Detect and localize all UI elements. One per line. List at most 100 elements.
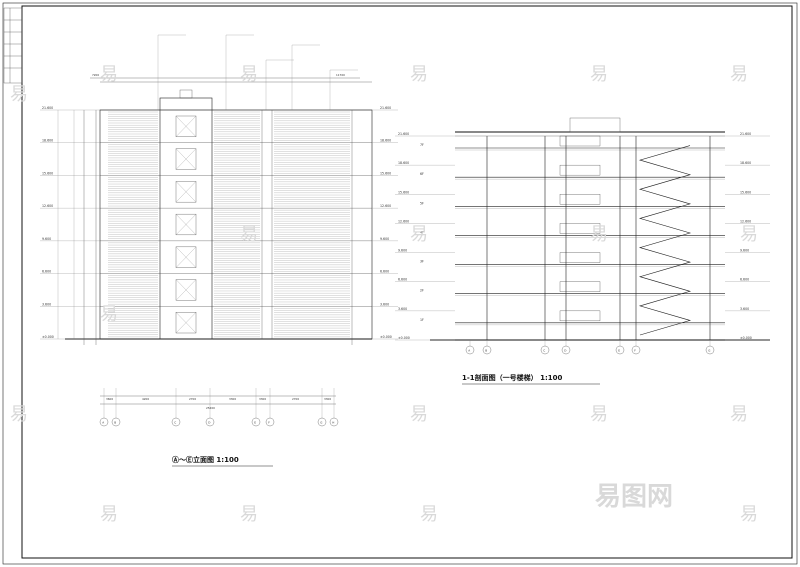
section-floor-label: 7F <box>420 143 424 147</box>
level-value: ±0.000 <box>380 335 392 339</box>
watermark-glyph: 易 <box>240 64 258 85</box>
stair-window <box>175 279 197 301</box>
section-level-value: 12.600 <box>398 219 409 223</box>
section-level-value: 9.600 <box>740 249 749 253</box>
axis-label: A <box>468 349 470 353</box>
section-floor-label: 2F <box>420 289 424 293</box>
dim-value: 2700 <box>292 397 299 401</box>
section-floor-label: 4F <box>420 230 424 234</box>
dim-value: 3300 <box>229 397 236 401</box>
stair-window <box>175 312 197 334</box>
level-value: ±0.000 <box>42 335 54 339</box>
section-floor-label: 6F <box>420 172 424 176</box>
section-railing <box>559 135 601 147</box>
level-value: 12.600 <box>42 204 53 208</box>
dim-value: 3300 <box>259 397 266 401</box>
section-railing <box>559 194 601 205</box>
section-railing <box>559 164 601 176</box>
section-floor-label: 1F <box>420 318 424 322</box>
axis-label: F <box>634 349 636 353</box>
section-railing <box>559 223 601 234</box>
axis-bubble <box>561 345 571 355</box>
level-value: 18.600 <box>380 139 391 143</box>
watermark-glyph: 易 <box>410 224 428 245</box>
axis-label: D <box>208 421 210 425</box>
section-level-value: 18.600 <box>740 161 751 165</box>
section-level-value: 6.600 <box>740 278 749 282</box>
watermark-glyph: 易 <box>410 64 428 85</box>
section-floor-label: 3F <box>420 260 424 264</box>
watermark-glyph: 易 <box>410 404 428 425</box>
section-title: 1-1剖面图（一号楼梯） 1:100 <box>462 373 562 382</box>
elevation-drawing <box>65 34 373 345</box>
axis-bubble <box>265 417 275 427</box>
watermark-glyph: 易 <box>240 504 258 525</box>
axis-bubble <box>329 417 339 427</box>
section-railing <box>559 281 601 292</box>
level-value: 15.600 <box>42 171 53 175</box>
section-level-value: 9.600 <box>398 249 407 253</box>
watermark-glyph: 易 <box>590 404 608 425</box>
watermark-glyph: 易 <box>100 304 118 325</box>
axis-label: C <box>543 349 545 353</box>
axis-bubble <box>171 417 181 427</box>
watermark-glyph: 易 <box>590 64 608 85</box>
dim-total: 25200 <box>206 406 215 410</box>
stair-window-diag <box>175 279 197 301</box>
axis-label: E <box>618 349 620 353</box>
axis-bubble <box>465 345 475 355</box>
section-railing <box>559 252 601 263</box>
watermark-glyph: 易 <box>10 84 28 105</box>
elevation-title: Ⓐ～Ⓔ立面图 1:100 <box>172 455 239 464</box>
axis-bubble <box>251 417 261 427</box>
axis-bubble <box>205 417 215 427</box>
axis-bubble <box>615 345 625 355</box>
section-railing <box>559 310 601 322</box>
stair-window-diag <box>175 246 197 268</box>
watermark-glyph: 易 <box>100 64 118 85</box>
axis-label: H <box>332 421 334 425</box>
stair-window-diag <box>175 148 197 170</box>
watermark-glyph: 易 <box>730 404 748 425</box>
section-level-value: 21.600 <box>740 132 751 136</box>
section-level-value: 18.600 <box>398 161 409 165</box>
stair-window-diag <box>175 312 197 334</box>
level-value: 21.600 <box>380 106 391 110</box>
axis-bubble <box>111 417 121 427</box>
level-value: 3.600 <box>380 302 389 306</box>
dim-top: 11700 <box>336 73 345 77</box>
dim-value: 3300 <box>324 397 331 401</box>
dim-top: 7200 <box>92 73 99 77</box>
sheet-inner-border <box>21 5 793 559</box>
stair-tower <box>159 97 213 340</box>
axis-label: B <box>485 349 487 353</box>
section-level-value: ±0.000 <box>740 336 752 340</box>
section-level-value: 21.600 <box>398 132 409 136</box>
section-level-marks: 21.60021.60018.60018.60015.60015.60012.6… <box>395 132 770 341</box>
level-value: 12.600 <box>380 204 391 208</box>
watermark-glyph: 易 <box>100 504 118 525</box>
title-block <box>3 7 23 84</box>
section-level-value: ±0.000 <box>398 336 410 340</box>
axis-label: F <box>268 421 270 425</box>
level-value: 18.600 <box>42 139 53 143</box>
level-value: 9.600 <box>380 237 389 241</box>
section-level-value: 15.600 <box>398 190 409 194</box>
axis-bubble <box>99 417 109 427</box>
axis-label: G <box>708 349 710 353</box>
stair-window <box>175 213 197 236</box>
level-value: 3.600 <box>42 302 51 306</box>
level-value: 15.600 <box>380 171 391 175</box>
section-level-value: 12.600 <box>740 219 751 223</box>
section-level-value: 6.600 <box>398 278 407 282</box>
section-level-value: 3.600 <box>740 307 749 311</box>
axis-bubble <box>540 345 550 355</box>
watermark-glyph: 易 <box>730 64 748 85</box>
axis-bubble <box>631 345 641 355</box>
stair-window-diag <box>175 115 197 137</box>
